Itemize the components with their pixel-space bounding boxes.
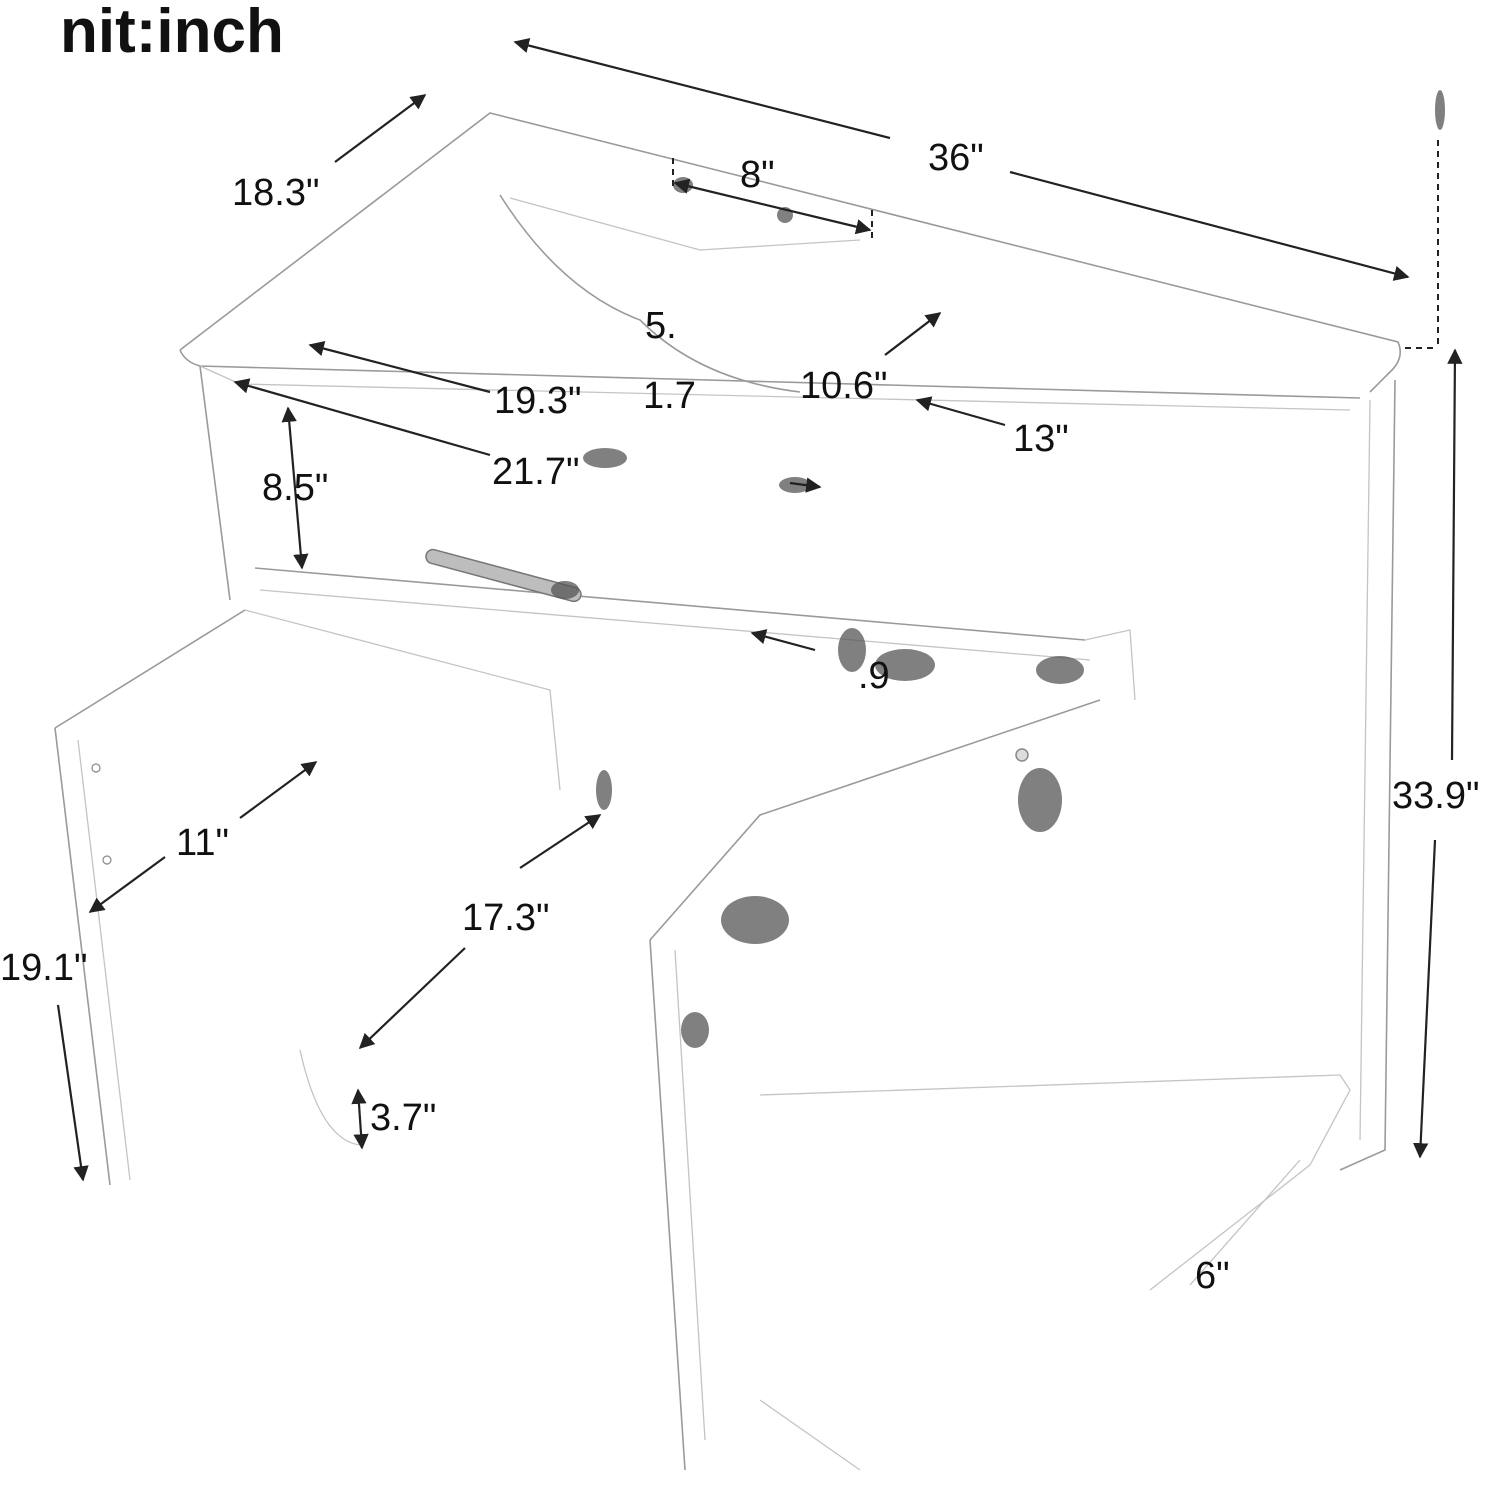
hinge-hole — [102, 855, 112, 865]
drawer-handle — [425, 548, 582, 603]
dim-line-8 — [673, 178, 872, 235]
dim-line-19-1 — [56, 1004, 89, 1182]
dim-label-9-partial: .9 — [858, 655, 890, 697]
dim-line-21-7 — [233, 378, 491, 457]
dim-label-8: 8" — [740, 154, 775, 196]
dim-label-19-3: 19.3" — [494, 380, 581, 422]
dim-label-21-7: 21.7" — [492, 451, 579, 493]
dim-line-3-7 — [351, 1088, 369, 1150]
image-smudges — [551, 90, 1445, 1048]
dim-line-11-top — [239, 761, 318, 819]
dim-label-13: 13" — [1013, 418, 1069, 460]
dim-line-18-3 — [334, 94, 427, 163]
dim-line-33-9-top — [1447, 348, 1463, 761]
dim-line-36-left — [513, 37, 891, 140]
dimension-lines — [56, 37, 1463, 1182]
dim-label-1-7: 1.7 — [643, 375, 696, 417]
dim-label-10-6: 10.6" — [800, 365, 887, 407]
dim-line-17-3-bottom — [358, 947, 466, 1050]
vanity-cabinet-outline — [54, 112, 1401, 1471]
hinge-hole — [91, 763, 101, 773]
dim-label-11: 11" — [176, 822, 229, 864]
dim-line-11-bottom — [88, 856, 166, 913]
dim-label-33-9: 33.9" — [1392, 775, 1479, 817]
dim-label-5: 5. — [645, 305, 677, 347]
dim-line-13 — [915, 396, 1006, 427]
dim-line-17-3-top — [519, 814, 602, 869]
dim-line-33-9-bottom — [1412, 839, 1437, 1159]
dim-label-18-3: 18.3" — [232, 172, 319, 214]
door-knob — [1015, 748, 1029, 762]
dim-line-19-3 — [308, 341, 491, 394]
dim-line-10-6 — [884, 312, 942, 356]
dim-label-3-7: 3.7" — [370, 1097, 436, 1139]
dim-line-9 — [750, 629, 816, 652]
dim-line-36-right — [1009, 170, 1410, 281]
dim-label-8-5: 8.5" — [262, 467, 328, 509]
dim-line-8-5 — [281, 406, 309, 570]
dim-label-6: 6" — [1195, 1255, 1230, 1297]
dim-label-17-3: 17.3" — [462, 897, 549, 939]
dim-label-19-1: 19.1" — [0, 947, 87, 989]
unit-label: nit:inch — [60, 0, 284, 66]
dim-label-36: 36" — [928, 137, 984, 179]
